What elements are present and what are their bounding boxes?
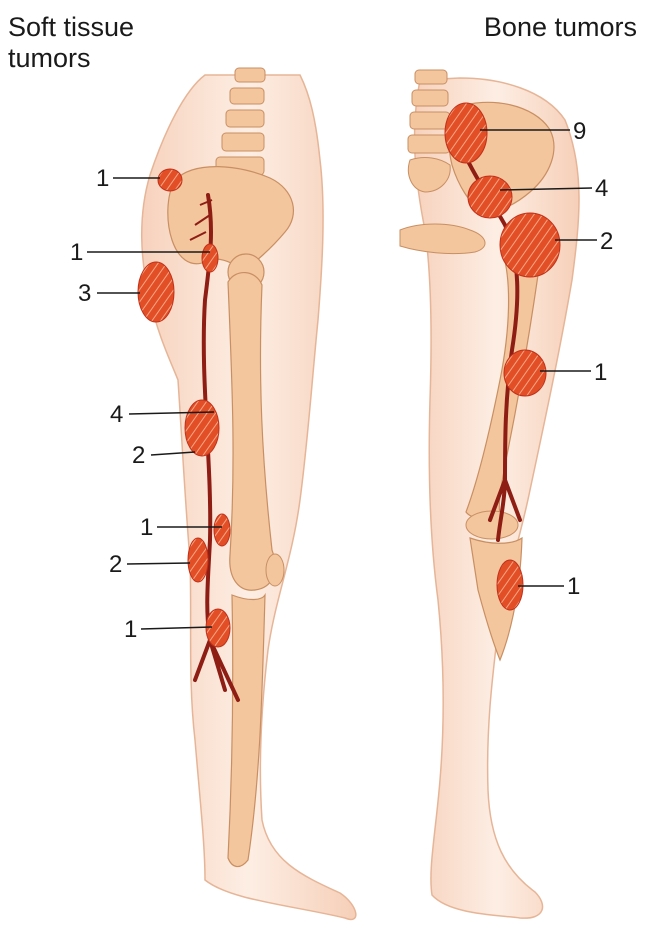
right-tumor-9-sacrum bbox=[445, 103, 487, 163]
left-tumor-1-calf bbox=[206, 609, 230, 647]
right-tumor-4-hip bbox=[468, 176, 512, 218]
left-label-1-gluteal: 1 bbox=[96, 165, 109, 192]
left-tumor-3-buttock bbox=[138, 262, 174, 322]
right-label-1-tibia: 1 bbox=[567, 573, 580, 600]
right-tumor-1-tibia bbox=[497, 560, 523, 610]
right-leg-figure: 9 4 2 1 1 bbox=[400, 70, 613, 918]
left-tumor-1-knee bbox=[214, 514, 230, 546]
right-tumor-2-femur-proximal bbox=[500, 213, 560, 277]
left-label-2-thigh: 2 bbox=[132, 442, 145, 469]
right-label-9: 9 bbox=[573, 118, 586, 145]
left-label-1-hip: 1 bbox=[70, 239, 83, 266]
left-tumor-1-gluteal bbox=[158, 169, 182, 191]
right-label-4: 4 bbox=[595, 175, 608, 202]
left-label-4-thigh: 4 bbox=[110, 401, 123, 428]
left-tumor-4-thigh bbox=[185, 400, 219, 456]
left-label-1-calf: 1 bbox=[124, 616, 137, 643]
right-label-2: 2 bbox=[600, 228, 613, 255]
left-tumor-1-hip bbox=[202, 244, 218, 272]
left-patella bbox=[266, 554, 284, 586]
left-label-2-popliteal: 2 bbox=[109, 551, 122, 578]
left-tumor-2-popliteal bbox=[188, 538, 208, 582]
left-label-3-buttock: 3 bbox=[78, 280, 91, 307]
left-leg-figure: 1 1 3 4 2 1 2 1 bbox=[70, 68, 356, 919]
right-tumor-1-femur-shaft bbox=[504, 350, 546, 396]
left-label-1-knee: 1 bbox=[140, 514, 153, 541]
right-label-1-femur: 1 bbox=[594, 359, 607, 386]
